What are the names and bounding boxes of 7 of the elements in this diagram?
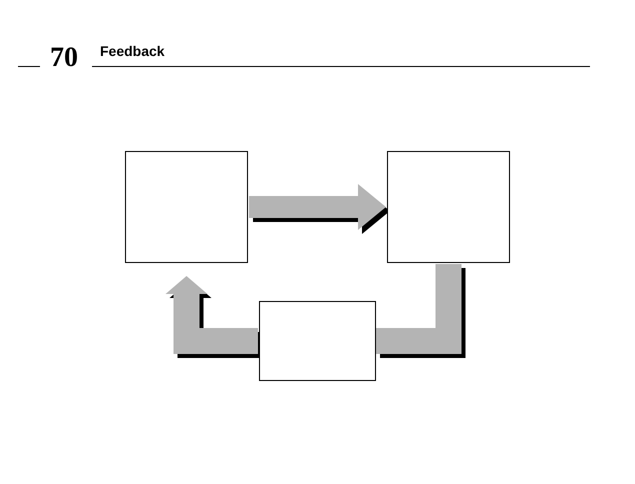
block-arrow [166, 276, 258, 354]
title: Feedback [100, 43, 165, 59]
empty-box [259, 301, 376, 381]
empty-box [387, 151, 510, 263]
empty-box [125, 151, 248, 263]
block-arrow [249, 184, 386, 230]
page-number: 70 [50, 42, 78, 74]
